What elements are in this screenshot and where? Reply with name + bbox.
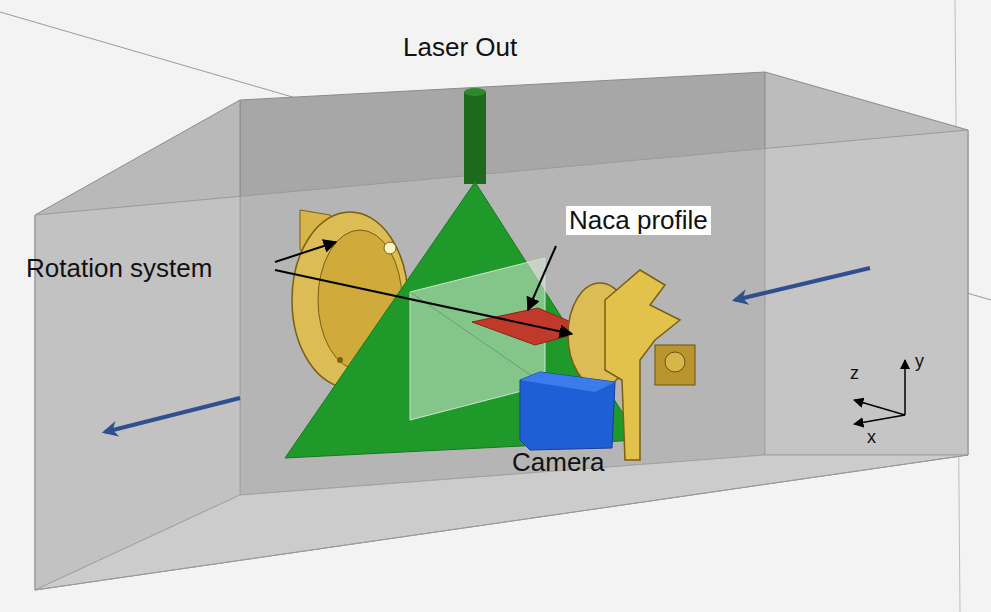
front-wall bbox=[35, 130, 968, 590]
bolt-hole bbox=[337, 357, 343, 363]
camera-body bbox=[520, 372, 615, 450]
flow-arrow bbox=[105, 398, 240, 432]
laser-head bbox=[464, 92, 486, 184]
part-label: Laser Out bbox=[403, 33, 517, 62]
flow-arrow bbox=[735, 268, 870, 300]
bearing-block bbox=[655, 345, 695, 385]
axis-z bbox=[854, 400, 905, 415]
axis-label: z bbox=[850, 364, 859, 384]
axis-label: x bbox=[867, 428, 876, 448]
part-label: Naca profile bbox=[566, 206, 711, 235]
axis-x bbox=[854, 415, 905, 424]
leader-line bbox=[275, 270, 572, 334]
bolt-hole bbox=[384, 242, 396, 254]
camera-top bbox=[520, 372, 615, 392]
leader-line bbox=[275, 242, 336, 262]
laser-head bbox=[464, 88, 486, 96]
leader-line bbox=[528, 246, 556, 310]
part-label: Rotation system bbox=[26, 254, 212, 283]
part-label: Camera bbox=[512, 448, 604, 477]
axis-label: y bbox=[915, 352, 924, 372]
axis-y bbox=[904, 360, 906, 415]
bearing bbox=[665, 352, 685, 372]
